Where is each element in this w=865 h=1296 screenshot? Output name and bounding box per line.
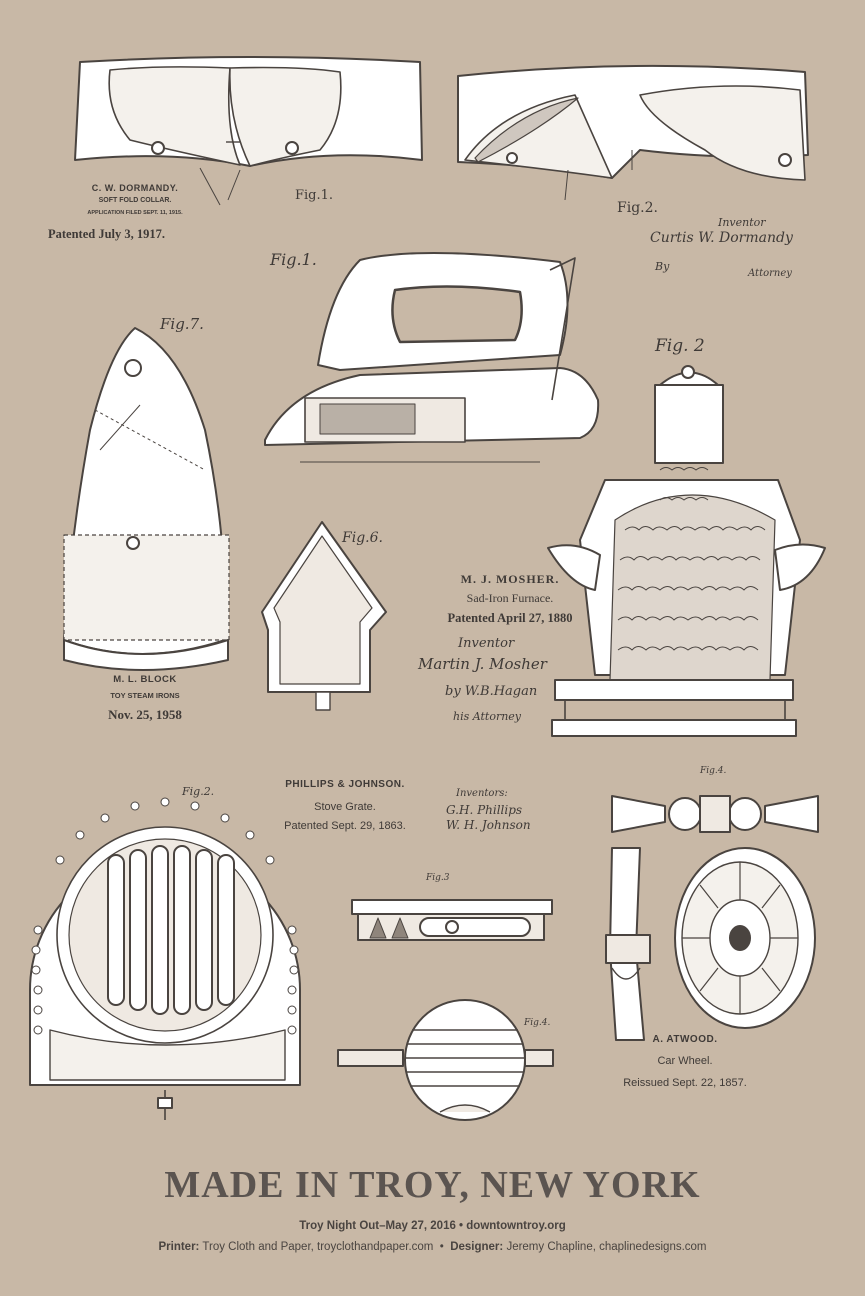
collar-inventor: C. W. DORMANDY. bbox=[91, 183, 179, 193]
credits-separator: • bbox=[439, 1241, 444, 1253]
car-wheel-hub-drawing bbox=[611, 795, 819, 833]
footer-credits-line: Printer: Troy Cloth and Paper, troycloth… bbox=[0, 1241, 865, 1253]
collar-fig1-label: Fig.1. bbox=[295, 188, 334, 203]
stove-grate-round-drawing bbox=[29, 826, 301, 1120]
grate-signature-2: W. H. Johnson bbox=[446, 818, 531, 832]
steam-iron-top-drawing bbox=[63, 327, 230, 671]
collar-fig2-label: Fig.2. bbox=[617, 200, 658, 216]
designer-name: Jeremy Chapline, chaplinedesigns.com bbox=[506, 1241, 707, 1253]
furnace-date: Patented April 27, 1880 bbox=[447, 611, 573, 625]
stove-grate-grille-drawing bbox=[337, 999, 554, 1121]
collar-fig1-drawing bbox=[74, 56, 423, 167]
grate-fig2-label: Fig.2. bbox=[182, 785, 215, 798]
furnace-drawing bbox=[547, 365, 826, 737]
grate-inventor: PHILLIPS & JOHNSON. bbox=[285, 779, 405, 790]
furnace-signature: Martin J. Mosher bbox=[418, 655, 547, 673]
grate-date: Patented Sept. 29, 1863. bbox=[284, 820, 406, 832]
iron-fig7-label: Fig.7. bbox=[160, 315, 204, 333]
iron-fig1-label: Fig.1. bbox=[270, 250, 317, 269]
wheel-inventor: A. ATWOOD. bbox=[652, 1034, 718, 1045]
wheel-fig4-label: Fig.4. bbox=[700, 766, 727, 776]
furnace-fig2-label: Fig. 2 bbox=[655, 336, 705, 356]
collar-attorney: Attorney bbox=[748, 268, 792, 279]
collar-signature: Curtis W. Dormandy bbox=[650, 230, 793, 246]
grate-signature-1: G.H. Phillips bbox=[446, 803, 523, 817]
wheel-title: Car Wheel. bbox=[657, 1055, 713, 1067]
printer-label: Printer: bbox=[158, 1241, 200, 1253]
collar-by: By bbox=[655, 260, 670, 273]
iron-fig6-label: Fig.6. bbox=[342, 530, 383, 546]
car-wheel-section-drawing bbox=[605, 847, 651, 1041]
furnace-by-line: by W.B.Hagan bbox=[445, 684, 538, 699]
collar-title: SOFT FOLD COLLAR. bbox=[98, 197, 172, 204]
steam-nozzle-drawing bbox=[261, 521, 387, 711]
furnace-coal-texture bbox=[617, 467, 766, 651]
printer-name: Troy Cloth and Paper, troyclothandpaper.… bbox=[202, 1241, 434, 1253]
collar-date: Patented July 3, 1917. bbox=[48, 227, 166, 241]
designer-label: Designer: bbox=[450, 1241, 504, 1253]
steam-iron-side-drawing bbox=[264, 251, 600, 463]
collar-fig2-drawing bbox=[457, 64, 809, 181]
stove-grate-rim-dots bbox=[31, 797, 299, 1035]
collar-inventor-label: Inventor bbox=[718, 216, 766, 229]
grate-inventors-label: Inventors: bbox=[456, 788, 508, 799]
footer-event-line: Troy Night Out–May 27, 2016 • downtowntr… bbox=[299, 1220, 566, 1232]
iron-date: Nov. 25, 1958 bbox=[108, 707, 182, 722]
furnace-attorney: his Attorney bbox=[453, 710, 522, 723]
iron-inventor: M. L. BLOCK bbox=[113, 674, 177, 685]
wheel-date: Reissued Sept. 22, 1857. bbox=[623, 1077, 747, 1089]
stove-grate-bar-drawing bbox=[351, 899, 553, 941]
grate-fig3-label: Fig.3 bbox=[426, 873, 450, 883]
collar-filed: APPLICATION FILED SEPT. 11, 1915. bbox=[87, 210, 183, 216]
furnace-inventor: M. J. MOSHER. bbox=[460, 572, 560, 586]
car-wheel-face-drawing bbox=[674, 847, 816, 1029]
iron-title: TOY STEAM IRONS bbox=[110, 691, 180, 700]
grate-title: Stove Grate. bbox=[314, 801, 376, 813]
grate-fig4-label: Fig.4. bbox=[524, 1018, 551, 1028]
poster-title: MADE IN TROY, NEW YORK bbox=[164, 1164, 701, 1206]
furnace-inventor-label: Inventor bbox=[458, 636, 515, 651]
furnace-title: Sad-Iron Furnace. bbox=[466, 591, 554, 605]
